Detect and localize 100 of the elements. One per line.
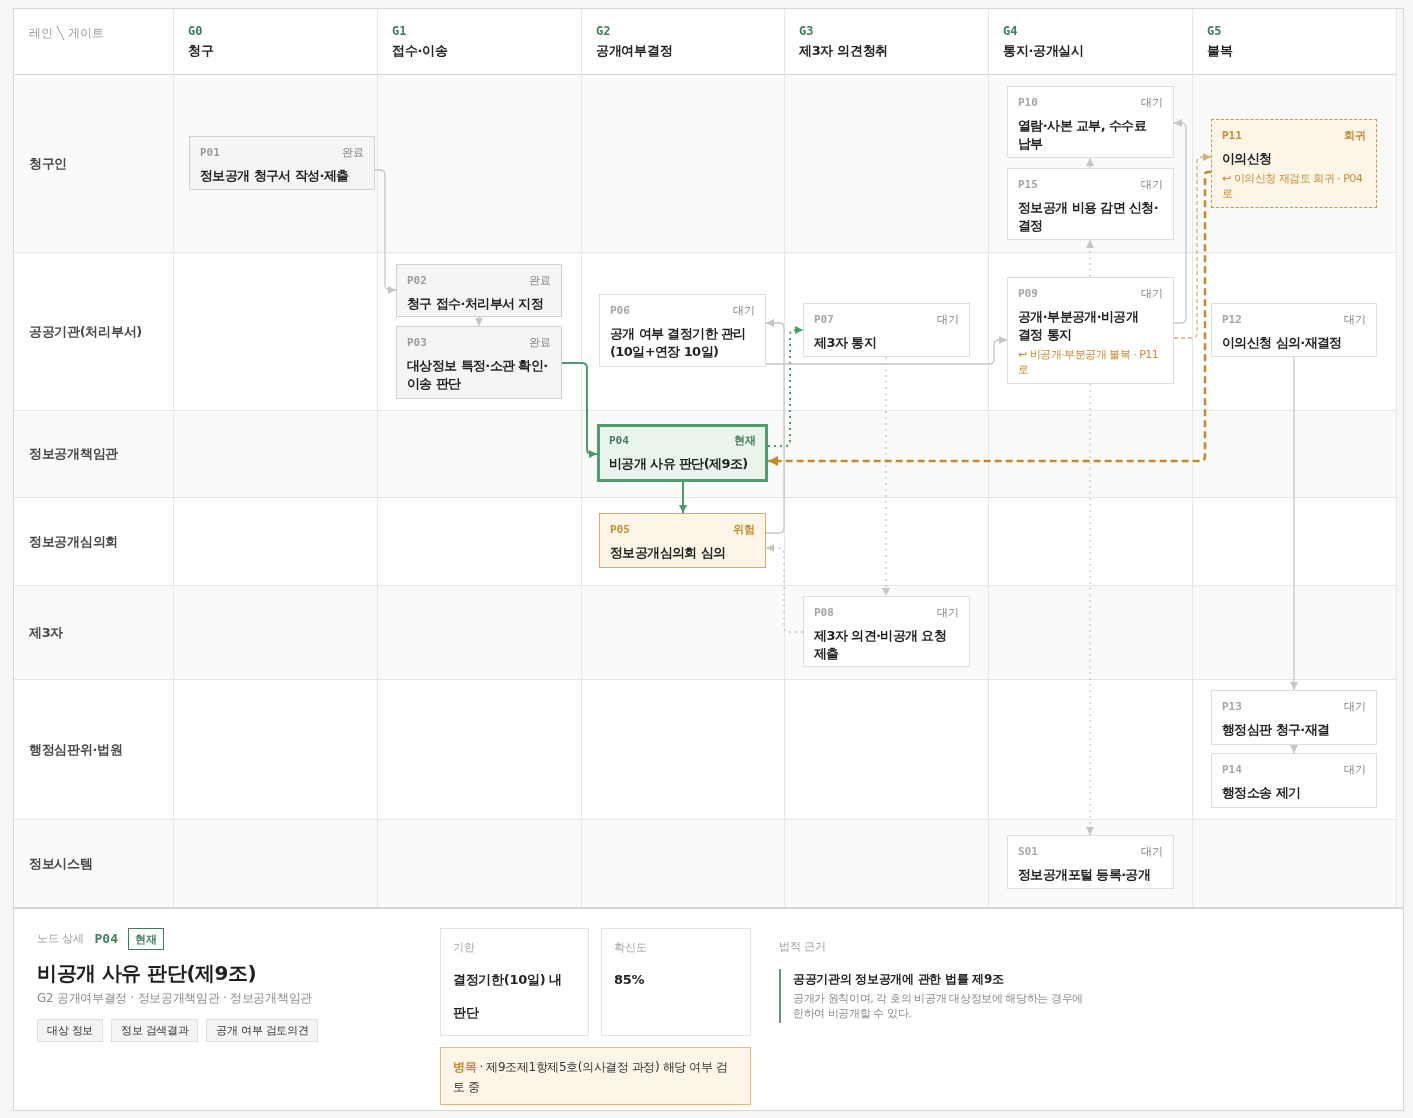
lane-label: 정보공개심의회 bbox=[29, 532, 118, 551]
gate-title: 불복 bbox=[1207, 42, 1233, 60]
node-id: P05 bbox=[610, 523, 630, 537]
gate-title: 공개여부결정 bbox=[596, 42, 673, 60]
node-id: P02 bbox=[407, 274, 427, 288]
gate-title: 통지·공개실시 bbox=[1003, 42, 1084, 60]
process-box bbox=[803, 596, 970, 667]
gate-id: G3 bbox=[799, 23, 814, 39]
node-title: 정보공개심의회 심의 bbox=[610, 544, 726, 562]
info-card bbox=[601, 928, 751, 1036]
corner-label: 레인 ╲ 게이트 bbox=[29, 25, 104, 41]
law-text: 공개가 원칙이며, 각 호의 비공개 대상정보에 해당하는 경우에 한하여 비공개할 수 있다. bbox=[793, 991, 1084, 1021]
node-id: S01 bbox=[1018, 845, 1038, 859]
input-tag: 대상 정보 bbox=[37, 1019, 103, 1042]
gate-title: 청구 bbox=[188, 42, 214, 60]
arrow bbox=[374, 169, 397, 294]
gate-title: 제3자 의견청취 bbox=[799, 42, 889, 60]
status-label: 회귀 bbox=[1344, 129, 1366, 143]
node-title: 청구 접수·처리부서 지정 bbox=[407, 295, 544, 313]
gate-id: G4 bbox=[1003, 23, 1018, 39]
arrow bbox=[765, 319, 785, 534]
status-label: 완료 bbox=[342, 146, 364, 160]
arrow bbox=[1086, 157, 1094, 169]
status-label: 대기 bbox=[1141, 845, 1163, 859]
node-id: P04 bbox=[609, 434, 629, 448]
process-box bbox=[396, 326, 562, 399]
process-box bbox=[1211, 753, 1377, 808]
node-id: P01 bbox=[200, 146, 220, 160]
warning-note: 병목 · 제9조제1항제5호(의사결정 과정) 해당 여부 검토 중 bbox=[440, 1047, 751, 1105]
process-box bbox=[1007, 86, 1174, 158]
arrow bbox=[765, 544, 804, 633]
arrow bbox=[768, 170, 1212, 466]
node-title: 행정심판 청구·재결 bbox=[1222, 721, 1330, 739]
arrow bbox=[561, 362, 598, 458]
node-id: P13 bbox=[1222, 700, 1242, 714]
process-box bbox=[599, 513, 766, 568]
arrow bbox=[1086, 239, 1094, 278]
node-title: 이의신청 심의·재결정 bbox=[1222, 334, 1342, 352]
gate-id: G1 bbox=[392, 23, 407, 39]
arrow bbox=[767, 326, 804, 447]
input-tag: 정보 검색결과 bbox=[111, 1019, 199, 1042]
card-label: 기한 bbox=[453, 941, 475, 955]
status-label: 대기 bbox=[937, 313, 959, 327]
node-title: 행정소송 제기 bbox=[1222, 784, 1301, 802]
arrow bbox=[1290, 744, 1298, 754]
process-box bbox=[1211, 690, 1377, 745]
node-title: 정보공개 비용 감면 신청·결정 bbox=[1018, 199, 1160, 235]
section-label: 법적 근거 bbox=[779, 940, 827, 954]
arrow bbox=[475, 316, 483, 327]
node-id: P11 bbox=[1222, 129, 1242, 143]
node-title: 열람·사본 교부, 수수료 납부 bbox=[1018, 117, 1148, 153]
node-title: 공개·부분공개·비공개 결정 통지 bbox=[1018, 308, 1140, 344]
return-note: ↩ 이의신청 재검토 회귀 · P04 로 bbox=[1222, 171, 1364, 201]
node-id: P15 bbox=[1018, 178, 1038, 192]
info-card bbox=[440, 928, 589, 1036]
node-id: P08 bbox=[814, 606, 834, 620]
process-box bbox=[597, 424, 768, 482]
gate-title: 접수·이송 bbox=[392, 42, 448, 60]
detail-title: 비공개 사유 판단(제9조) bbox=[37, 960, 257, 986]
status-label: 대기 bbox=[1141, 178, 1163, 192]
node-title: 제3자 의견·비공개 요청 제출 bbox=[814, 627, 948, 663]
gate-id: G2 bbox=[596, 23, 611, 39]
gate-id: G0 bbox=[188, 23, 203, 39]
process-box bbox=[1211, 119, 1377, 208]
section-label: 노드 상세 bbox=[37, 932, 85, 946]
node-title: 대상정보 특정·소관 확인·이송 판단 bbox=[407, 357, 549, 393]
process-box bbox=[396, 264, 562, 317]
lane-label: 제3자 bbox=[29, 623, 64, 642]
status-label: 대기 bbox=[733, 304, 755, 318]
arrow bbox=[1086, 383, 1094, 836]
process-box bbox=[803, 303, 970, 357]
node-id: P10 bbox=[1018, 96, 1038, 110]
status-label: 대기 bbox=[1344, 313, 1366, 327]
gate-id: G5 bbox=[1207, 23, 1222, 39]
arrow bbox=[679, 481, 687, 514]
status-tag: 현재 bbox=[128, 928, 164, 950]
status-label: 위험 bbox=[733, 523, 755, 537]
node-id: P09 bbox=[1018, 287, 1038, 301]
lane-label: 행정심판위·법원 bbox=[29, 740, 123, 759]
arrow bbox=[1173, 119, 1187, 324]
node-title: 제3자 통지 bbox=[814, 334, 876, 352]
node-title: 공개 여부 결정기한 관리 (10일+연장 10일) bbox=[610, 325, 747, 361]
node-title: 정보공개포털 등록·공개 bbox=[1018, 866, 1151, 884]
node-id: P03 bbox=[407, 336, 427, 350]
status-label: 대기 bbox=[1141, 96, 1163, 110]
node-title: 비공개 사유 판단(제9조) bbox=[609, 455, 748, 473]
process-box bbox=[1007, 277, 1174, 384]
lane-label: 정보시스템 bbox=[29, 854, 93, 873]
card-value: 85% bbox=[614, 971, 645, 989]
status-label: 현재 bbox=[734, 434, 756, 448]
status-label: 대기 bbox=[1344, 700, 1366, 714]
arrow bbox=[882, 356, 890, 597]
status-label: 완료 bbox=[529, 336, 551, 350]
node-id: P06 bbox=[610, 304, 630, 318]
law-title: 공공기관의 정보공개에 관한 법률 제9조 bbox=[793, 971, 1004, 988]
process-box bbox=[599, 294, 766, 367]
lane-label: 청구인 bbox=[29, 154, 68, 173]
status-label: 대기 bbox=[937, 606, 959, 620]
detail-subtitle: G2 공개여부결정 · 정보공개책임관 · 정보공개책임관 bbox=[37, 990, 312, 1006]
card-label: 확신도 bbox=[614, 941, 647, 955]
